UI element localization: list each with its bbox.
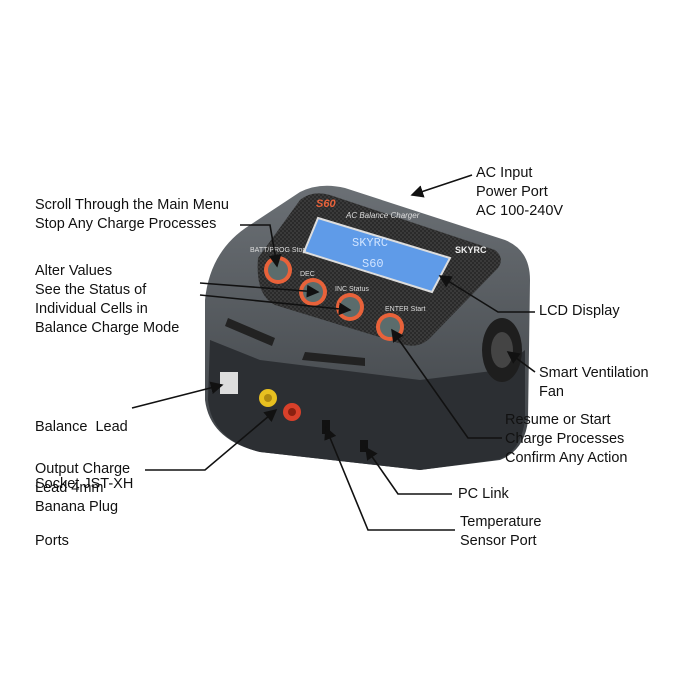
callout-text: Sensor Port <box>460 533 537 549</box>
temperature-port <box>322 420 330 434</box>
callout-lcd: LCD Display <box>539 302 620 321</box>
callout-output: Output Charge Lead 4mm Banana Plug <box>35 460 130 517</box>
callout-text: PC Link <box>458 486 509 502</box>
callout-balance-lead: Balance Lead Socket JST-XH Ports <box>35 380 133 570</box>
callout-text: Smart Ventilation <box>539 365 649 381</box>
callout-text: Individual Cells in <box>35 301 148 317</box>
enter-button[interactable] <box>376 313 404 341</box>
brand-logo: SKYRC <box>455 245 487 255</box>
callout-alter-values: Alter Values See the Status of Individua… <box>35 262 179 338</box>
callout-text: Scroll Through the Main Menu <box>35 197 229 213</box>
callout-ac-input: AC Input Power Port AC 100-240V <box>476 164 563 221</box>
callout-text: Confirm Any Action <box>505 450 628 466</box>
callout-text: Resume or Start <box>505 412 611 428</box>
fan-hub <box>491 332 513 368</box>
callout-text: Lead 4mm <box>35 480 104 496</box>
callout-temperature: Temperature Sensor Port <box>460 513 541 551</box>
callout-text: AC Input <box>476 165 533 181</box>
leader-lines <box>131 174 536 531</box>
callout-main-menu: Scroll Through the Main Menu Stop Any Ch… <box>35 196 229 234</box>
callout-text: LCD Display <box>539 303 620 319</box>
lcd-line1: SKYRC <box>352 236 388 250</box>
callout-resume: Resume or Start Charge Processes Confirm… <box>505 411 628 468</box>
callout-pc-link: PC Link <box>458 485 509 504</box>
pc-link-port <box>360 440 368 452</box>
callout-fan: Smart Ventilation Fan <box>539 364 649 402</box>
charger-front <box>208 340 525 470</box>
stop-button[interactable] <box>264 256 292 284</box>
model-badge: S60 <box>316 198 336 210</box>
lcd-line2: S60 <box>362 257 384 271</box>
callout-text: Stop Any Charge Processes <box>35 216 217 232</box>
plug-hole <box>288 408 296 416</box>
balance-port <box>220 372 238 394</box>
vent-slot <box>302 352 365 366</box>
dec-button-label: DEC <box>300 271 315 278</box>
callout-text: Ports <box>35 533 69 549</box>
inc-button[interactable] <box>336 293 364 321</box>
callout-text: AC 100-240V <box>476 203 564 219</box>
callout-text: Banana Plug <box>35 499 119 515</box>
callout-text: Socket JST-XH <box>35 476 134 492</box>
stop-button-label: BATT/PROG Stop <box>250 247 306 254</box>
callout-text: Balance Charge Mode <box>35 320 180 336</box>
vent-slot <box>225 318 275 346</box>
lcd-screen <box>302 216 452 294</box>
callout-text: Balance Lead <box>35 419 128 435</box>
callout-text: See the Status of <box>35 282 147 298</box>
plug-hole <box>264 394 272 402</box>
callout-text: Output Charge <box>35 461 131 477</box>
callout-text: Fan <box>539 384 564 400</box>
callout-text: Power Port <box>476 184 548 200</box>
callout-text: Alter Values <box>35 263 113 279</box>
callout-text: Charge Processes <box>505 431 625 447</box>
inc-button-label: INC Status <box>335 286 369 293</box>
product-text: AC Balance Charger <box>345 211 420 220</box>
callout-text: Temperature <box>460 514 542 530</box>
enter-button-label: ENTER Start <box>385 306 426 313</box>
